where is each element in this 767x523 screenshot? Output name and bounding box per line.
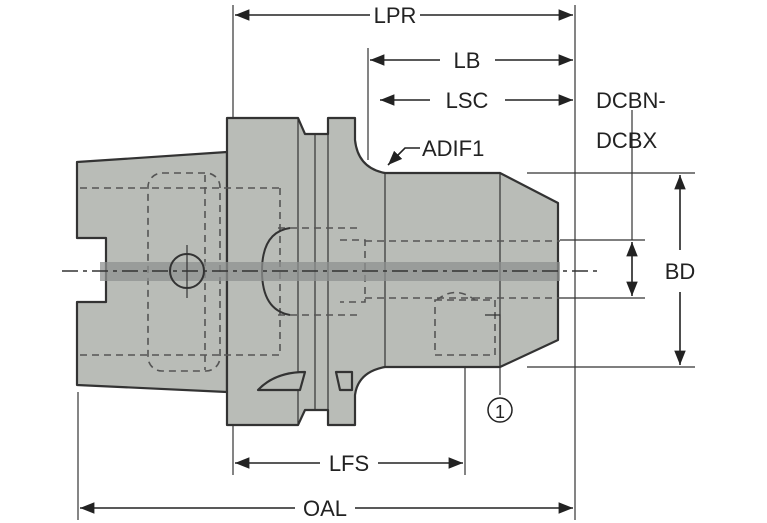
label-bd: BD — [665, 259, 696, 284]
label-dcbn: DCBN- — [596, 88, 666, 113]
dimension-arrows — [80, 9, 686, 514]
label-oal: OAL — [303, 496, 347, 521]
label-lsc: LSC — [446, 88, 489, 113]
center-band — [100, 262, 560, 281]
label-dcbx: DCBX — [596, 128, 657, 153]
callout1-leader — [485, 314, 501, 395]
label-adif1: ADIF1 — [422, 136, 484, 161]
callout-1: 1 — [495, 402, 505, 422]
drive-slot-2 — [334, 370, 354, 392]
adif1-leader — [387, 147, 420, 166]
drive-slot — [256, 370, 307, 392]
callout1-circle — [487, 397, 513, 423]
label-lpr: LPR — [374, 3, 417, 28]
label-lfs: LFS — [329, 451, 369, 476]
label-lb: LB — [454, 48, 481, 73]
